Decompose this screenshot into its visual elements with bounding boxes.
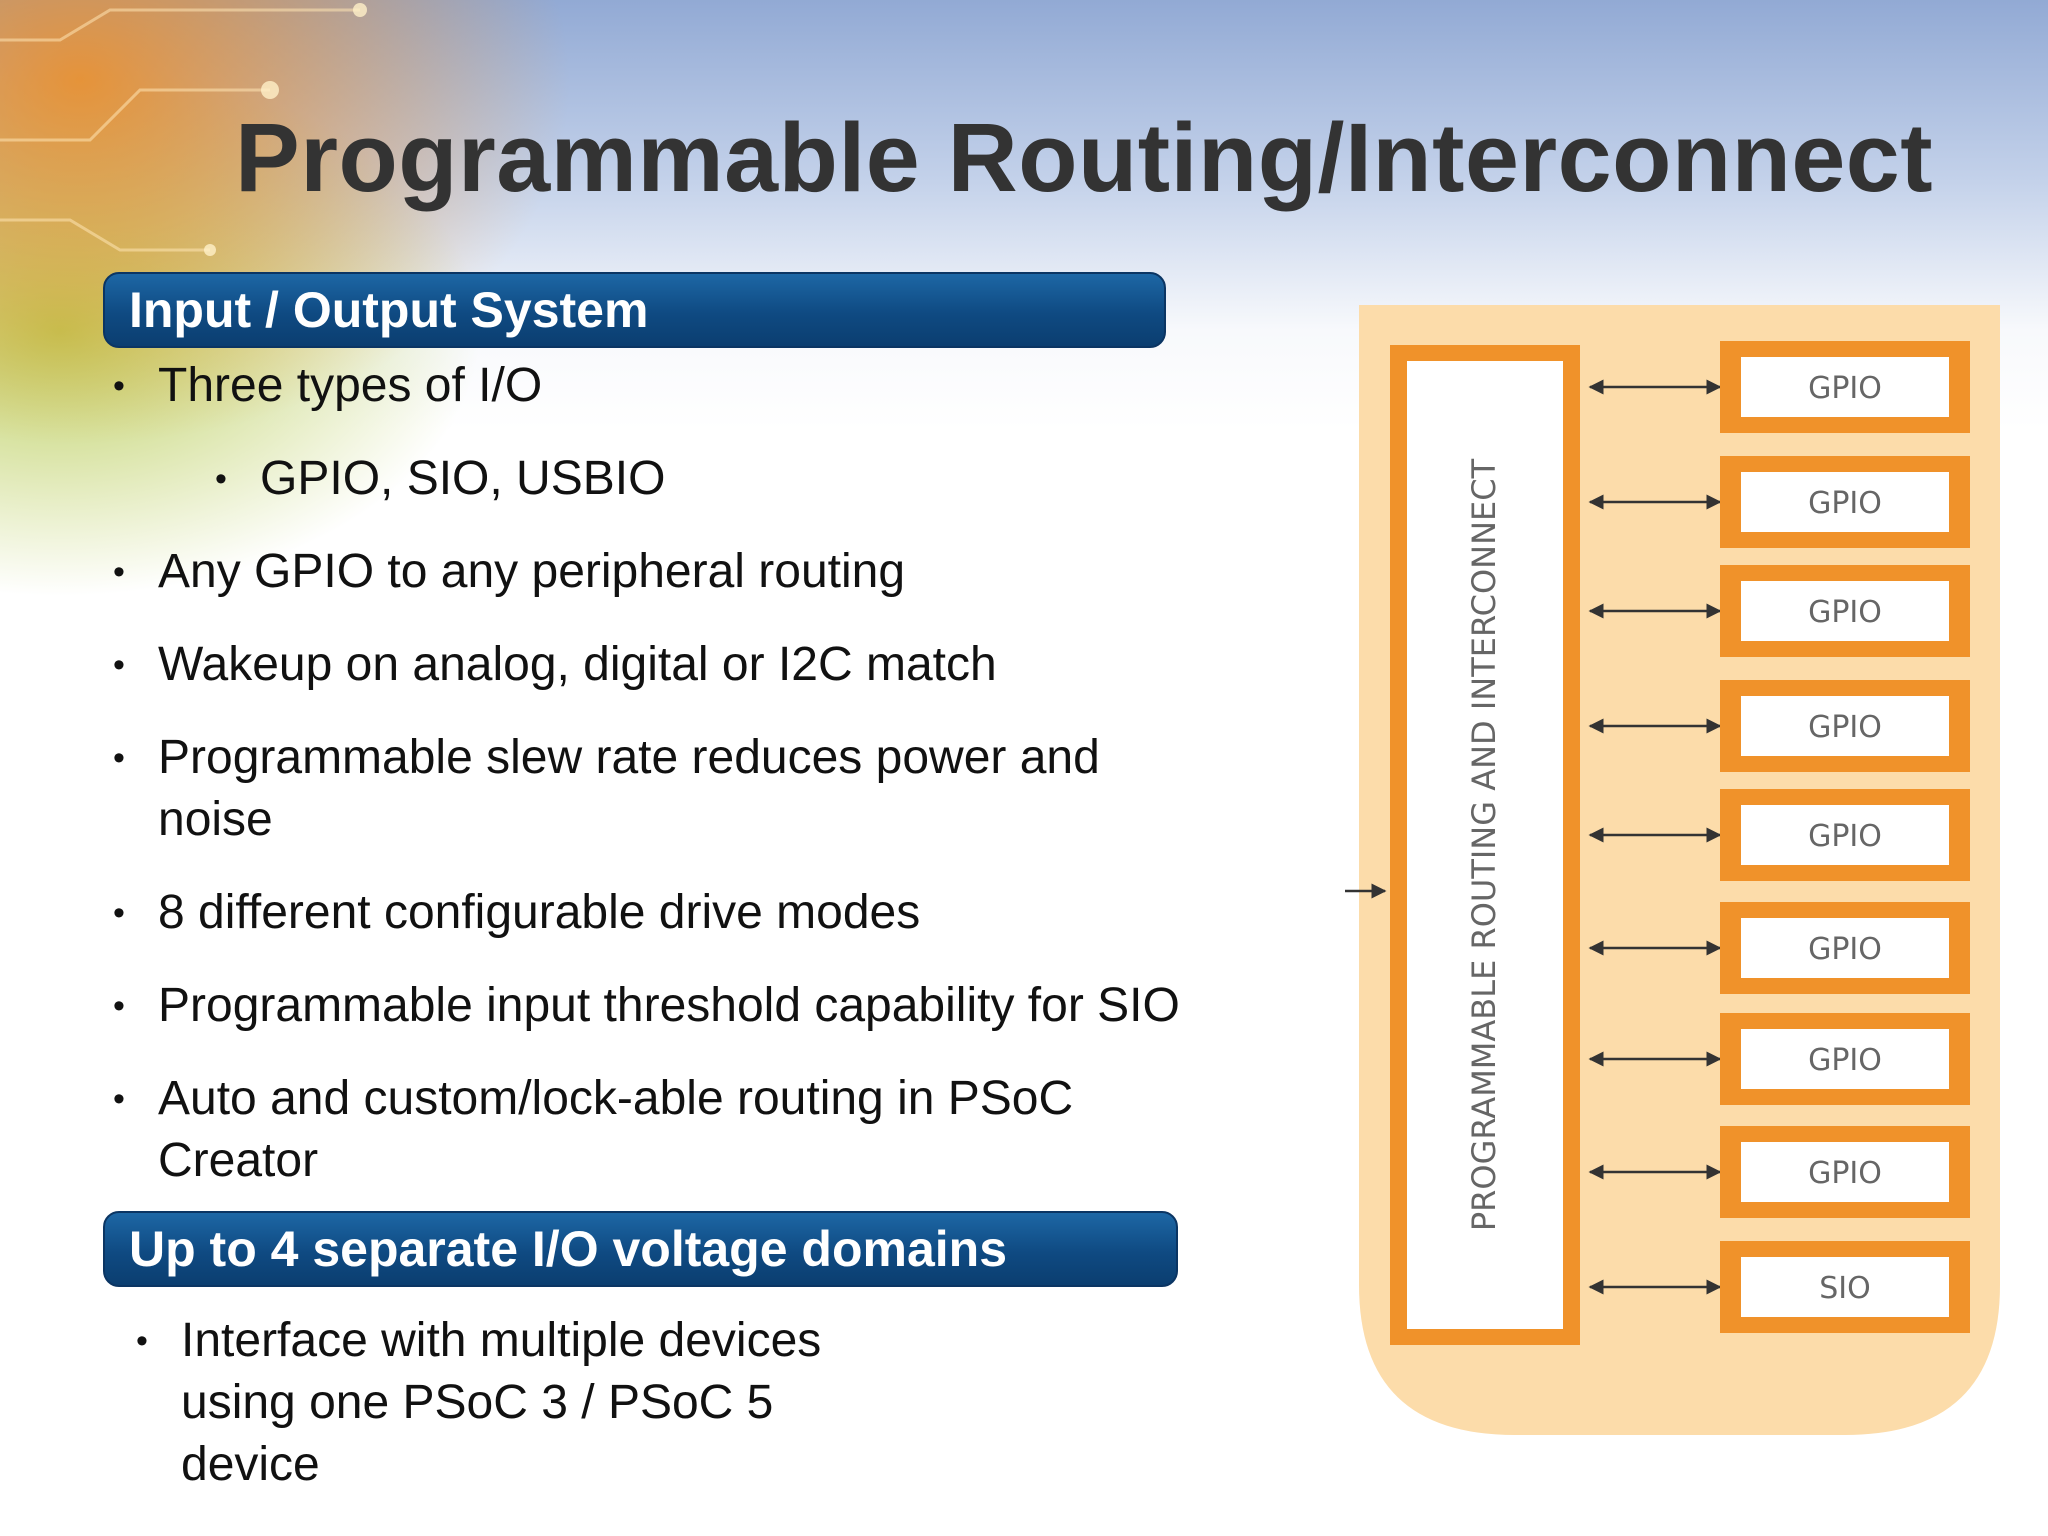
bullet-item: • Any GPIO to any peripheral routing <box>113 541 906 603</box>
bullet-dot: • <box>113 646 125 684</box>
section-heading-io-system: Input / Output System <box>103 272 1166 348</box>
bullet-dot: • <box>215 460 227 498</box>
bullet-text: Programmable slew rate reduces power and <box>158 731 1100 784</box>
bullet-text: Auto and custom/lock-able routing in PSo… <box>158 1072 1074 1125</box>
routing-block-label: PROGRAMMABLE ROUTING AND INTERCONNECT <box>1465 458 1503 1231</box>
port-label: SIO <box>1819 1271 1871 1306</box>
port-gpio-8: GPIO <box>1588 1126 1970 1218</box>
bullet-item: • Three types of I/O <box>113 355 543 417</box>
port-label: GPIO <box>1808 710 1882 745</box>
port-box <box>1741 918 1949 978</box>
bullet-text: 8 different configurable drive modes <box>158 886 921 939</box>
port-box <box>1741 472 1949 532</box>
port-label: GPIO <box>1808 819 1882 854</box>
section-heading-voltage-domains: Up to 4 separate I/O voltage domains <box>103 1211 1178 1287</box>
port-box <box>1741 1029 1949 1089</box>
circuit-decoration <box>0 3 367 256</box>
port-box <box>1741 581 1949 641</box>
routing-block-inner <box>1407 361 1563 1329</box>
bullet-text-continued: noise <box>158 793 273 846</box>
port-gpio-3: GPIO <box>1588 565 1970 657</box>
port-label: GPIO <box>1808 1156 1882 1191</box>
bullet-text-continued: device <box>181 1438 320 1491</box>
slide-title: Programmable Routing/Interconnect <box>235 103 1934 212</box>
bullet-text: Wakeup on analog, digital or I2C match <box>158 638 997 691</box>
bullet-item: • Programmable input threshold capabilit… <box>113 975 1180 1037</box>
port-column: GPIO GPIO GPIO GPIO GPIO GPIO GPIO GPIO SIO <box>1588 341 1970 1333</box>
port-box <box>1741 1257 1949 1317</box>
bullet-text: Three types of I/O <box>158 359 543 412</box>
port-box <box>1741 357 1949 417</box>
bullet-dot: • <box>113 894 125 932</box>
bullet-text-continued: using one PSoC 3 / PSoC 5 <box>181 1376 774 1429</box>
bullet-text: Programmable input threshold capability … <box>158 979 1180 1032</box>
bullet-text: Any GPIO to any peripheral routing <box>158 545 906 598</box>
port-label: GPIO <box>1808 1043 1882 1078</box>
port-gpio-5: GPIO <box>1588 789 1970 881</box>
io-routing-diagram: PROGRAMMABLE ROUTING AND INTERCONNECT GP… <box>1345 305 2000 1435</box>
port-sio-9: SIO <box>1588 1241 1970 1333</box>
bullet-item: • 8 different configurable drive modes <box>113 882 921 944</box>
bullet-item: • Wakeup on analog, digital or I2C match <box>113 634 997 696</box>
bullet-text: Interface with multiple devices <box>181 1314 822 1367</box>
bullet-dot: • <box>113 367 125 405</box>
bullet-text: GPIO, SIO, USBIO <box>260 452 666 505</box>
bullet-dot: • <box>136 1322 148 1360</box>
port-label: GPIO <box>1808 595 1882 630</box>
bullet-item: • Auto and custom/lock-able routing in P… <box>113 1068 1074 1192</box>
bullet-dot: • <box>113 739 125 777</box>
bullet-dot: • <box>113 553 125 591</box>
port-box <box>1741 805 1949 865</box>
port-gpio-1: GPIO <box>1588 341 1970 433</box>
bullet-dot: • <box>113 987 125 1025</box>
port-gpio-6: GPIO <box>1588 902 1970 994</box>
sub-bullet-item: • GPIO, SIO, USBIO <box>215 448 666 510</box>
port-label: GPIO <box>1808 486 1882 521</box>
port-box <box>1741 696 1949 756</box>
bullet-item: • Interface with multiple devices using … <box>136 1310 822 1496</box>
port-label: GPIO <box>1808 932 1882 967</box>
bullet-item: • Programmable slew rate reduces power a… <box>113 727 1100 851</box>
port-gpio-2: GPIO <box>1588 456 1970 548</box>
port-label: GPIO <box>1808 371 1882 406</box>
port-gpio-7: GPIO <box>1588 1013 1970 1105</box>
bullet-dot: • <box>113 1080 125 1118</box>
port-box <box>1741 1142 1949 1202</box>
bullet-text-continued: Creator <box>158 1134 319 1187</box>
port-gpio-4: GPIO <box>1588 680 1970 772</box>
